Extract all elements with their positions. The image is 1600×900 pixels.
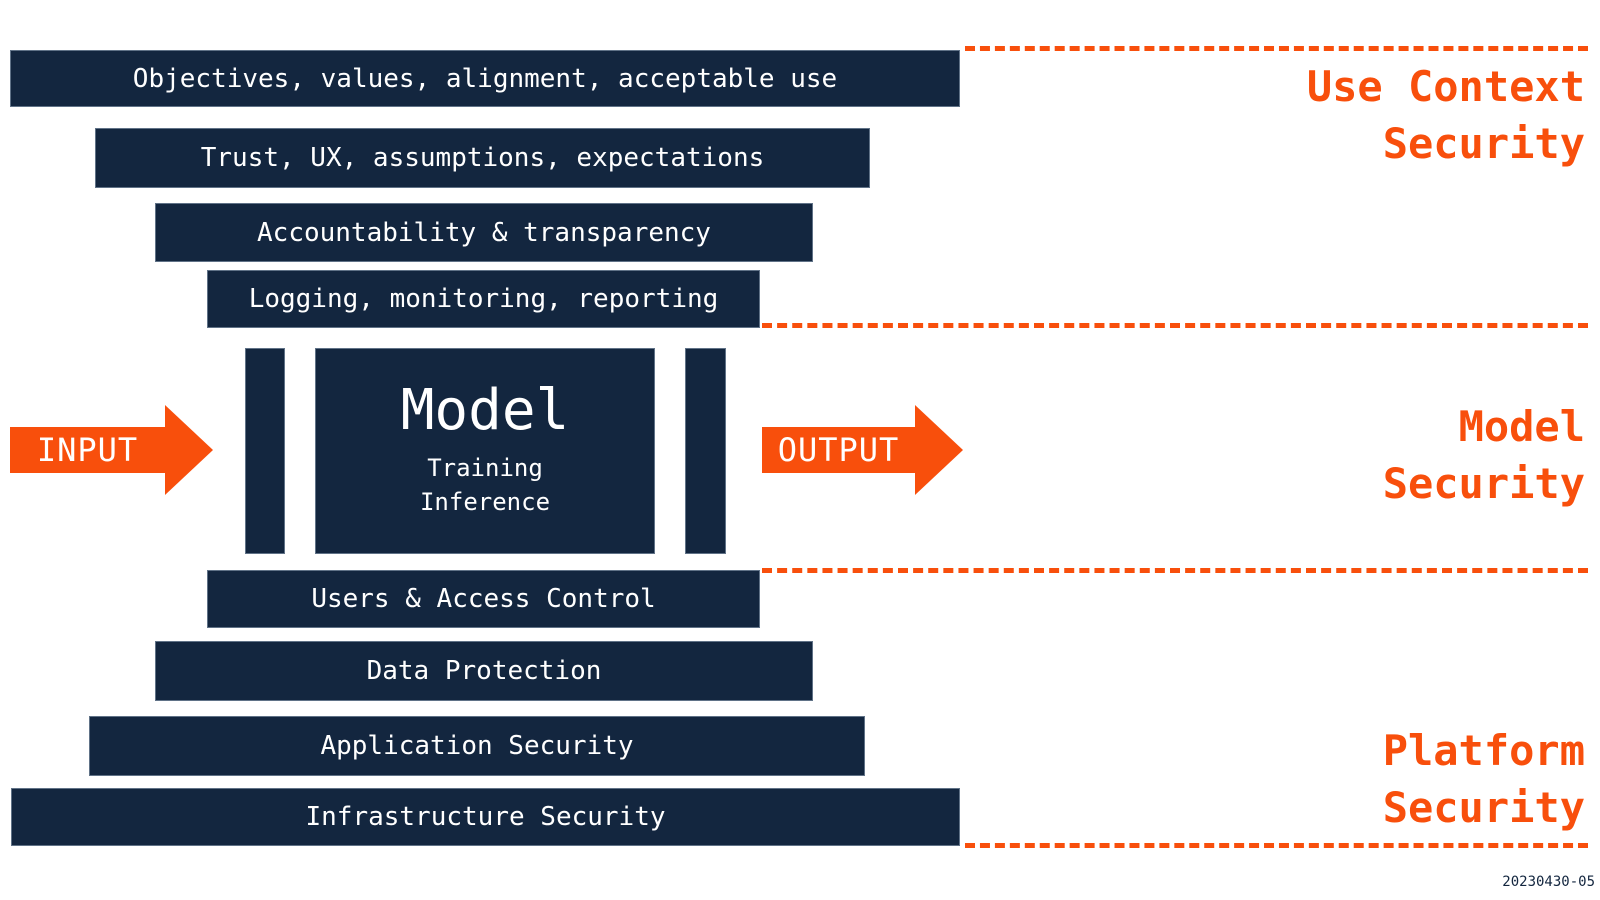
layer-bar-logging: Logging, monitoring, reporting — [207, 270, 760, 328]
output-arrow-label: OUTPUT — [777, 431, 900, 469]
layer-bar-infrastructure-security-label: Infrastructure Security — [305, 802, 666, 832]
layer-bar-users-access: Users & Access Control — [207, 570, 760, 628]
layer-bar-objectives: Objectives, values, alignment, acceptabl… — [10, 50, 960, 107]
model-guard-bar-left — [245, 348, 285, 554]
section-label-use-context-line2: Security — [1382, 119, 1585, 169]
layer-bar-accountability-label: Accountability & transparency — [257, 217, 711, 248]
layer-bar-logging-label: Logging, monitoring, reporting — [248, 284, 719, 314]
model-sub-training: Training — [427, 453, 543, 482]
model-guard-bar-right — [685, 348, 726, 554]
layer-bar-trust-label: Trust, UX, assumptions, expectations — [200, 143, 765, 173]
input-arrow: INPUT — [10, 405, 223, 495]
model-title: Model — [400, 377, 570, 443]
section-label-model-line1: Model — [1458, 402, 1585, 451]
layer-bar-data-protection-label: Data Protection — [366, 656, 602, 686]
section-label-platform-line1: Platform — [1382, 726, 1585, 775]
layer-bar-accountability: Accountability & transparency — [155, 203, 813, 262]
input-arrow-body: INPUT — [10, 427, 165, 473]
layer-bar-application-security: Application Security — [89, 716, 865, 776]
input-arrow-head — [165, 405, 213, 495]
input-arrow-label: INPUT — [36, 431, 139, 469]
model-box: Model Training Inference — [315, 348, 655, 554]
section-label-platform: Platform Security — [1383, 722, 1585, 836]
layer-bar-infrastructure-security: Infrastructure Security — [11, 788, 960, 846]
divider-dashed-model-bottom — [762, 568, 1588, 573]
layer-bar-data-protection: Data Protection — [155, 641, 813, 701]
section-label-model-line2: Security — [1382, 459, 1585, 509]
output-arrow-body: OUTPUT — [762, 427, 915, 473]
divider-dashed-platform-bottom — [965, 843, 1588, 848]
layer-bar-trust: Trust, UX, assumptions, expectations — [95, 128, 870, 188]
model-sub-inference: Inference — [419, 488, 551, 517]
divider-dashed-use-context-top — [965, 46, 1588, 51]
section-label-platform-line2: Security — [1382, 783, 1585, 833]
section-label-model: Model Security — [1383, 398, 1585, 512]
version-stamp: 20230430-05 — [1502, 874, 1595, 890]
layer-bar-objectives-label: Objectives, values, alignment, acceptabl… — [132, 63, 838, 94]
divider-dashed-use-context-bottom — [762, 323, 1588, 328]
layer-bar-application-security-label: Application Security — [320, 731, 634, 761]
layer-bar-users-access-label: Users & Access Control — [311, 584, 656, 614]
section-label-use-context-line1: Use Context — [1306, 62, 1585, 111]
output-arrow-head — [915, 405, 963, 495]
output-arrow: OUTPUT — [762, 405, 963, 495]
section-label-use-context: Use Context Security — [1307, 58, 1585, 172]
